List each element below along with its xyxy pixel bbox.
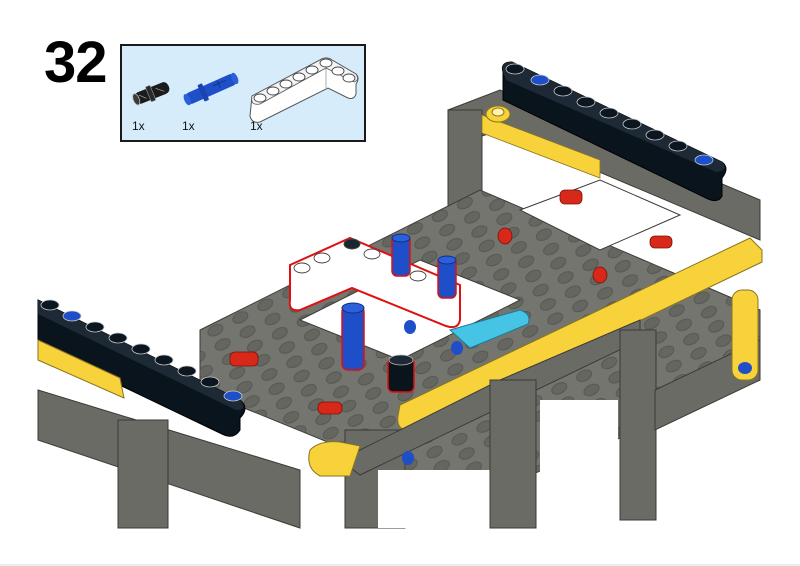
azure-beam <box>448 309 530 349</box>
black-pin-icon <box>132 82 170 106</box>
blue-axle-pin-icon <box>183 72 239 106</box>
quantity-label: 1x <box>250 119 263 133</box>
white-l-beam <box>288 236 461 329</box>
front-frames <box>37 289 761 529</box>
page-footer-line <box>0 564 800 566</box>
black-pin-new <box>387 354 415 393</box>
quantity-label: 1x <box>182 119 195 133</box>
quantity-label: 1x <box>132 119 145 133</box>
black-beam-left <box>37 299 246 437</box>
black-beam-top <box>501 61 727 202</box>
blue-pin-caps <box>341 233 457 314</box>
blue-pins-frame <box>402 320 463 465</box>
parts-callout: 1x 1x 1x <box>120 44 366 142</box>
red-pins <box>229 189 673 415</box>
step-number: 32 <box>44 30 108 95</box>
white-l-beam-icon <box>249 57 359 123</box>
